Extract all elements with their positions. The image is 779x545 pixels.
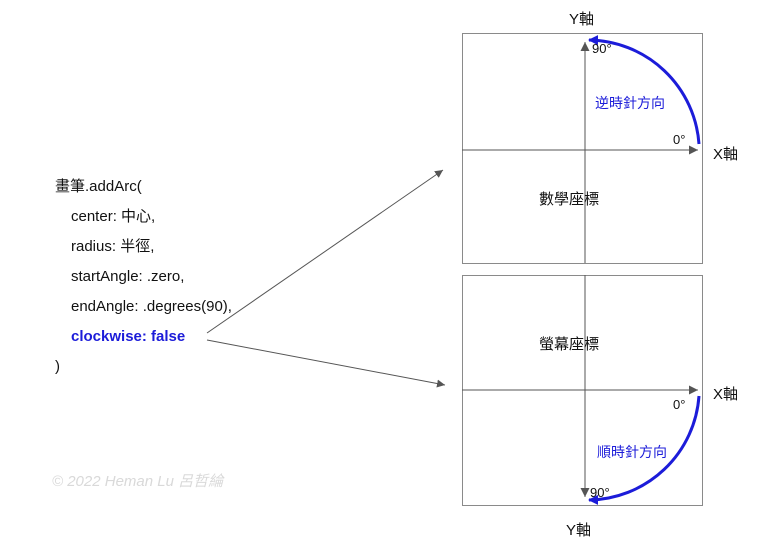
screen-coordinate-box — [462, 275, 703, 506]
counterclockwise-direction-label: 逆時針方向 — [595, 95, 665, 111]
code-line-startangle: startAngle: .zero, — [71, 268, 185, 285]
screen-y-axis-label: Y軸 — [566, 522, 592, 539]
screen-x-axis-label: X軸 — [713, 386, 739, 403]
screen-angle-90-label: 90° — [590, 485, 610, 500]
math-angle-90-label: 90° — [592, 41, 612, 56]
code-line-endangle: endAngle: .degrees(90), — [71, 298, 232, 315]
pointer-arrow-to-screen — [206, 339, 446, 388]
code-line-center: center: 中心, — [71, 208, 156, 225]
pointer-arrow-to-math — [206, 169, 444, 334]
watermark: © 2022 Heman Lu 呂哲綸 — [52, 473, 224, 490]
code-line-addarc: 畫筆.addArc( — [55, 178, 142, 195]
code-line-radius: radius: 半徑, — [71, 238, 155, 255]
screen-coordinates-title: 螢幕座標 — [539, 336, 600, 353]
clockwise-direction-label: 順時針方向 — [597, 444, 667, 460]
code-line-clockwise: clockwise: false — [71, 328, 186, 345]
screen-angle-0-label: 0° — [673, 397, 686, 412]
math-y-axis-label: Y軸 — [569, 11, 595, 28]
math-coordinate-box — [462, 33, 703, 264]
code-line-closeparen: ) — [55, 358, 60, 375]
math-angle-0-label: 0° — [673, 132, 686, 147]
code-snippet: 畫筆.addArc( center: 中心, radius: 半徑, start… — [55, 172, 232, 382]
math-coordinates-title: 數學座標 — [539, 191, 600, 208]
math-x-axis-label: X軸 — [713, 146, 739, 163]
